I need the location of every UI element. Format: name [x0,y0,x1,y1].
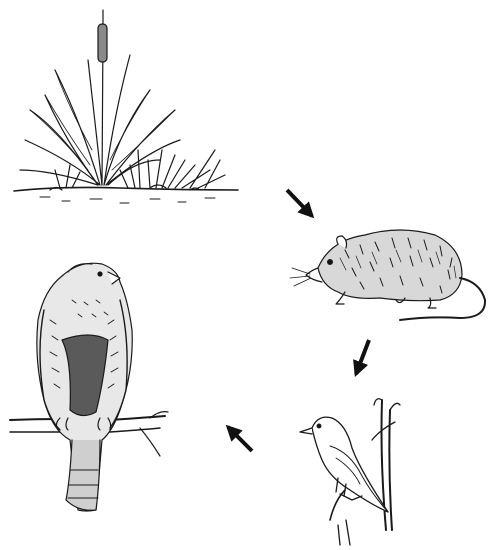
songbird-icon [300,399,400,545]
arrow-bird-to-hawk [228,427,252,451]
plant-icon [14,10,238,203]
hawk-icon [10,263,168,511]
arrow-rat-to-bird [356,340,369,374]
rat-icon [290,230,485,320]
arrow-plant-to-rat [287,190,312,216]
